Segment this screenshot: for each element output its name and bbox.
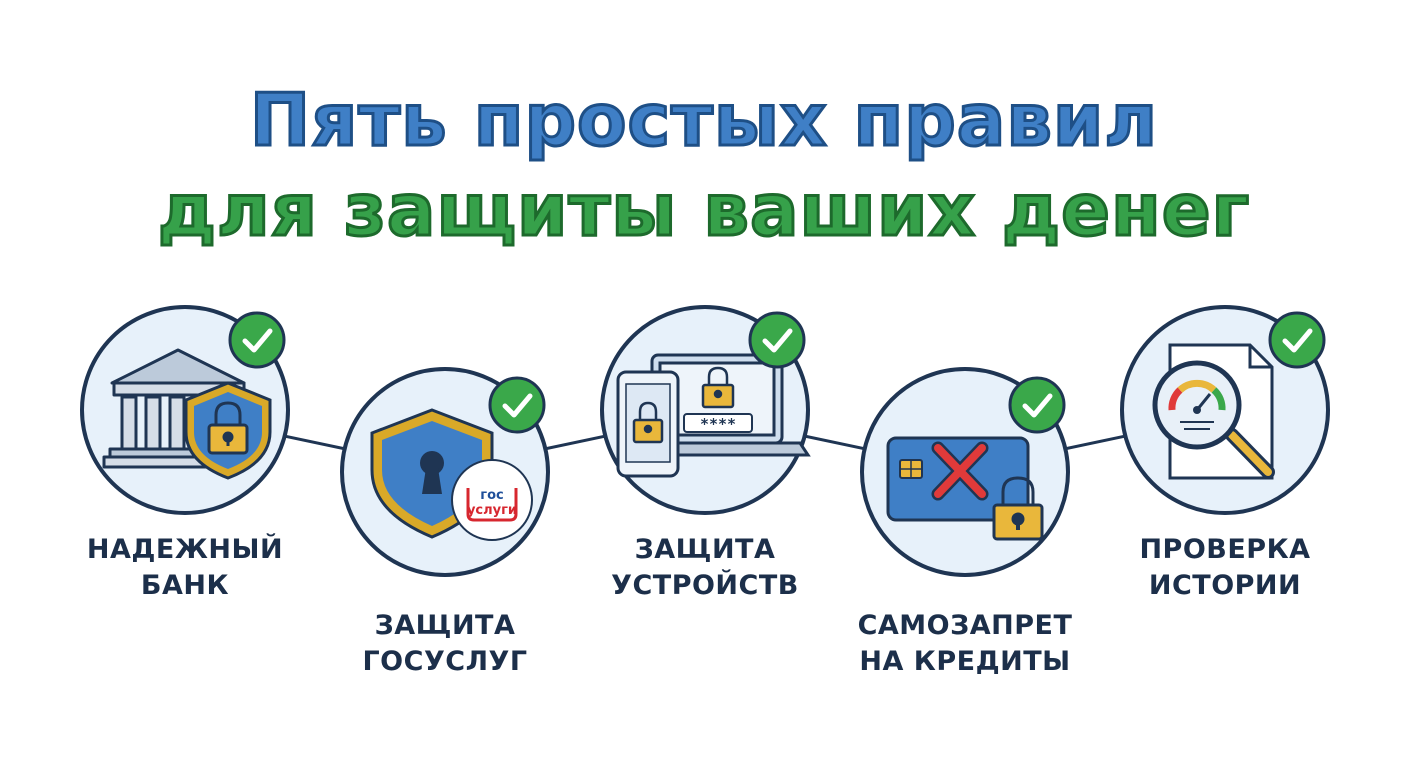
phone-padlock-icon <box>632 401 664 444</box>
title-line-2: для защиты ваших денег <box>156 167 1251 254</box>
password-field: **** <box>683 413 753 433</box>
label-bank-line-1: НАДЕЖНЫЙ <box>86 534 284 565</box>
label-credit-ban-line-1: САМОЗАПРЕТ <box>857 610 1073 641</box>
title-line-1: Пять простых правил <box>248 77 1159 164</box>
check-badge-icon <box>228 311 286 369</box>
label-history: ПРОВЕРКА ИСТОРИИ <box>1105 532 1345 604</box>
label-history-line-1: ПРОВЕРКА <box>1139 534 1311 565</box>
label-gosuslugi: ЗАЩИТА ГОСУСЛУГ <box>325 608 565 680</box>
red-cross-icon <box>931 441 989 501</box>
padlock-icon <box>207 401 249 455</box>
password-mask: **** <box>700 415 736 433</box>
label-credit-ban-line-2: НА КРЕДИТЫ <box>859 646 1071 677</box>
label-devices-line-2: УСТРОЙСТВ <box>611 570 799 601</box>
check-badge-icon <box>1008 376 1066 434</box>
gosuslugi-logo-icon: гос услуги <box>451 459 533 541</box>
label-credit-ban: САМОЗАПРЕТ НА КРЕДИТЫ <box>845 608 1085 680</box>
label-gosuslugi-line-2: ГОСУСЛУГ <box>362 646 528 677</box>
padlock-icon <box>992 476 1044 541</box>
label-bank-line-2: БАНК <box>140 570 230 601</box>
gosuslugi-logo-top: гос <box>480 488 503 503</box>
label-bank: НАДЕЖНЫЙ БАНК <box>65 532 305 604</box>
laptop-padlock-icon <box>701 366 735 409</box>
label-devices: ЗАЩИТА УСТРОЙСТВ <box>585 532 825 604</box>
label-gosuslugi-line-1: ЗАЩИТА <box>374 610 516 641</box>
label-devices-line-1: ЗАЩИТА <box>634 534 776 565</box>
check-badge-icon <box>748 311 806 369</box>
check-badge-icon <box>1268 311 1326 369</box>
label-history-line-2: ИСТОРИИ <box>1148 570 1302 601</box>
magnifier-gauge-icon <box>1152 360 1275 479</box>
gosuslugi-logo-bottom: услуги <box>467 503 517 518</box>
check-badge-icon <box>488 376 546 434</box>
